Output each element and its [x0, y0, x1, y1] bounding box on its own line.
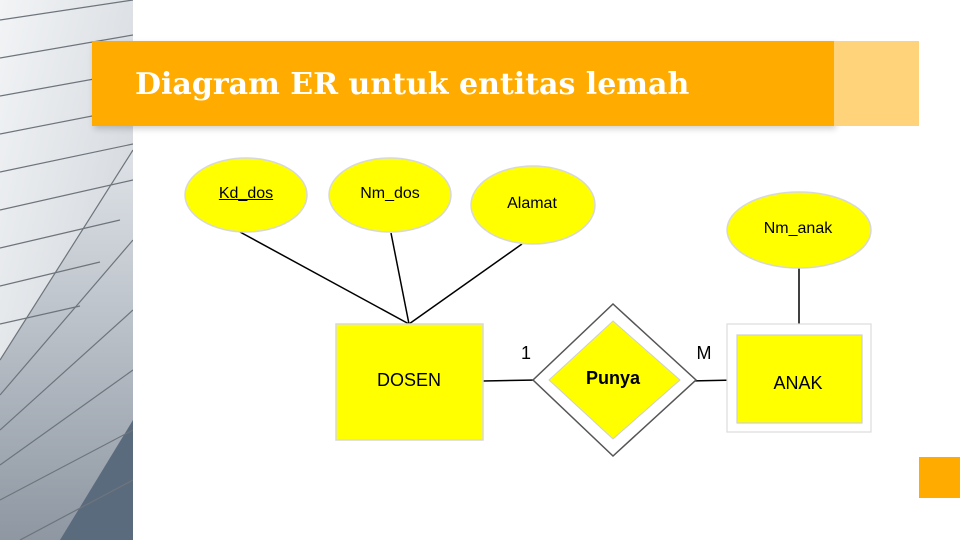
- attribute-nm-anak-label: Nm_anak: [763, 220, 833, 237]
- relationship-punya: [548, 320, 681, 440]
- attribute-kd-dos: [184, 157, 308, 233]
- line-alamat: [408, 243, 523, 325]
- line-kd-dos: [239, 231, 410, 325]
- attribute-kd-dos-label: Kd_dos: [218, 185, 274, 202]
- line-nm-dos: [390, 232, 410, 325]
- cardinality-right-label: M: [696, 343, 712, 363]
- entity-anak: [736, 334, 863, 424]
- cardinality-left-label: 1: [520, 343, 531, 363]
- entity-dosen-label: DOSEN: [376, 370, 441, 390]
- title-accent-block: [834, 41, 919, 126]
- attribute-alamat: [470, 165, 596, 245]
- title-bar: [92, 41, 834, 126]
- attribute-alamat-label: Alamat: [507, 195, 557, 212]
- attribute-nm-dos: [328, 157, 452, 233]
- corner-accent-block: [919, 457, 960, 498]
- attribute-nm-dos-label: Nm_dos: [360, 185, 420, 202]
- entity-dosen: [335, 323, 484, 441]
- attribute-nm-anak: [726, 191, 872, 269]
- line-dosen-punya: [482, 379, 538, 382]
- slide-title: Diagram ER untuk entitas lemah: [135, 67, 690, 102]
- entity-anak-label: ANAK: [773, 373, 823, 393]
- relationship-punya-label: Punya: [585, 368, 641, 388]
